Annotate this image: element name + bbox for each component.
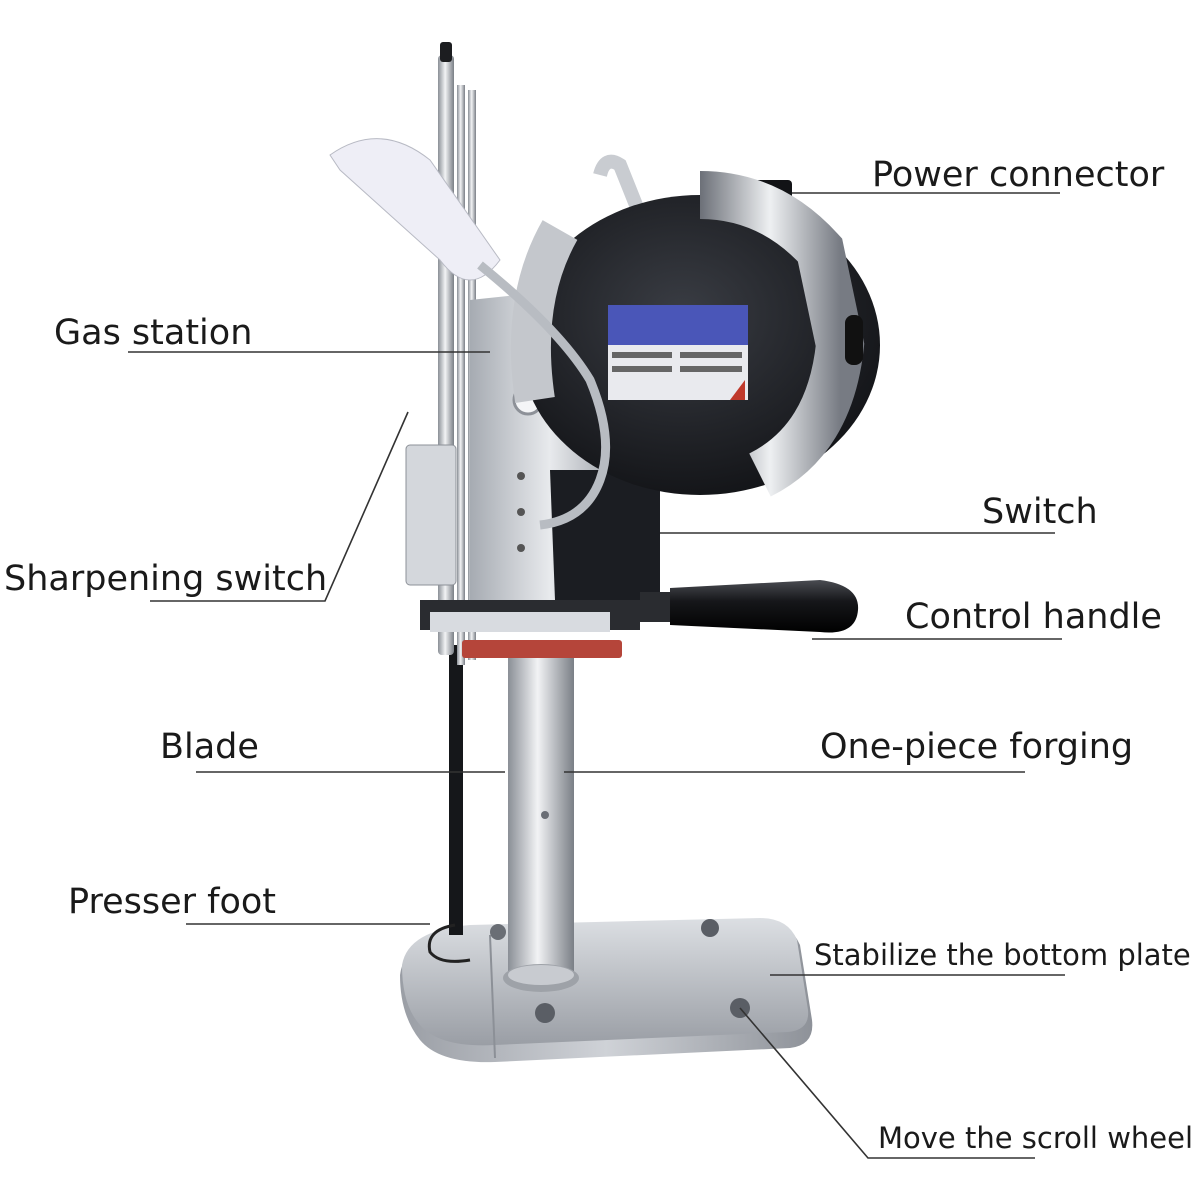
- bottom-plate: [400, 918, 813, 1063]
- label-one-piece-forging: One-piece forging: [820, 727, 1134, 767]
- lamp-arm: [329, 138, 611, 530]
- leader-lines: [128, 192, 1065, 1159]
- label-presser-foot: Presser foot: [68, 882, 277, 922]
- label-gas-station: Gas station: [54, 313, 253, 353]
- label-control-handle: Control handle: [905, 597, 1162, 637]
- control-handle: [640, 580, 859, 633]
- label-scroll-wheel: Move the scroll wheel: [878, 1121, 1194, 1155]
- label-switch: Switch: [982, 492, 1098, 532]
- leader-scroll-wheel: [739, 1007, 1035, 1159]
- leader-sharpening-switch: [150, 411, 409, 602]
- label-sharpening-switch: Sharpening switch: [4, 559, 328, 599]
- blade-rail: [427, 645, 471, 963]
- column: [503, 650, 579, 992]
- label-bottom-plate: Stabilize the bottom plate: [814, 938, 1191, 972]
- motor: [510, 154, 880, 497]
- label-power-connector: Power connector: [872, 155, 1165, 195]
- label-blade: Blade: [160, 727, 259, 767]
